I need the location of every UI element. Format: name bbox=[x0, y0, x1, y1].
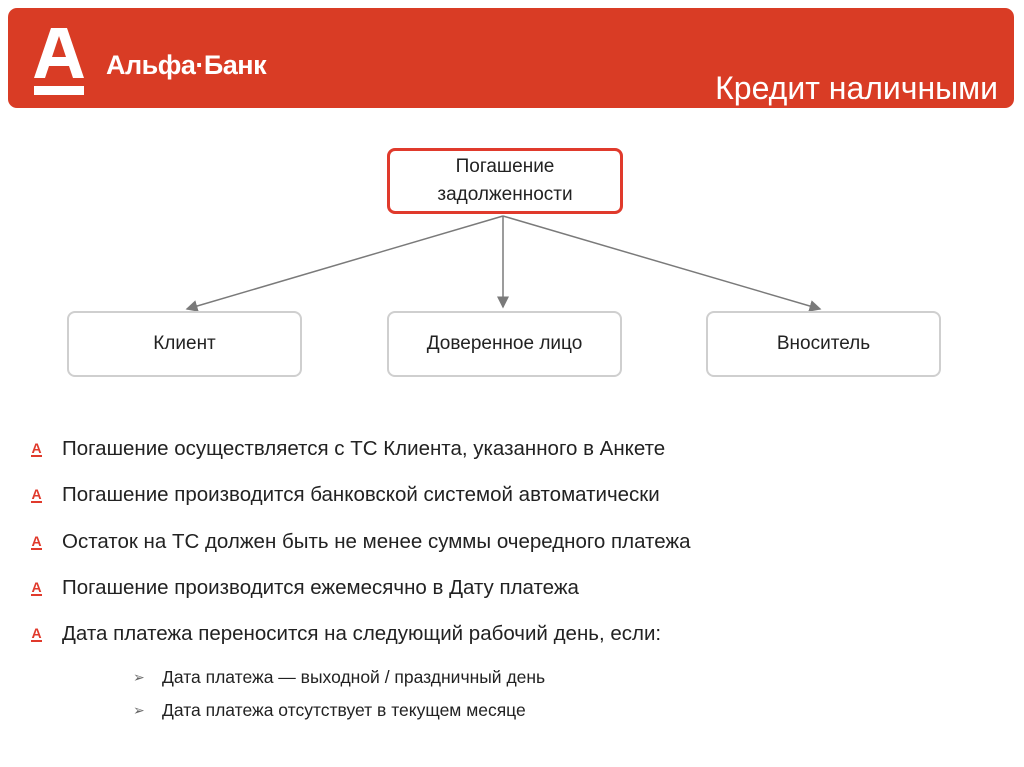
diagram-box-client: Клиент bbox=[67, 311, 302, 377]
alfa-logo-icon bbox=[34, 28, 84, 95]
diagram-box-proxy: Доверенное лицо bbox=[387, 311, 622, 377]
alfa-bullet-icon: А bbox=[31, 439, 42, 457]
page-title: Кредит наличными bbox=[715, 70, 998, 106]
diagram-box-depositor: Вноситель bbox=[706, 311, 941, 377]
sub-list-item: ➢Дата платежа — выходной / праздничный д… bbox=[133, 667, 546, 687]
diagram-root-box: Погашение задолженности bbox=[387, 148, 623, 214]
arrow-to-depositor bbox=[502, 215, 822, 312]
brand-name: Альфа·Банк bbox=[106, 50, 267, 80]
alfa-bullet-icon: А bbox=[31, 624, 42, 642]
arrow-bullet-icon: ➢ bbox=[133, 669, 145, 685]
alfa-bullet-icon: А bbox=[31, 485, 42, 503]
alfa-bullet-icon: А bbox=[31, 532, 42, 550]
header-banner: Альфа·Банк Кредит наличными bbox=[8, 8, 1014, 108]
arrow-bullet-icon: ➢ bbox=[133, 702, 145, 718]
sub-list-item: ➢Дата платежа отсутствует в текущем меся… bbox=[133, 700, 526, 720]
arrow-to-client bbox=[185, 215, 504, 312]
alfa-bullet-icon: А bbox=[31, 578, 42, 596]
